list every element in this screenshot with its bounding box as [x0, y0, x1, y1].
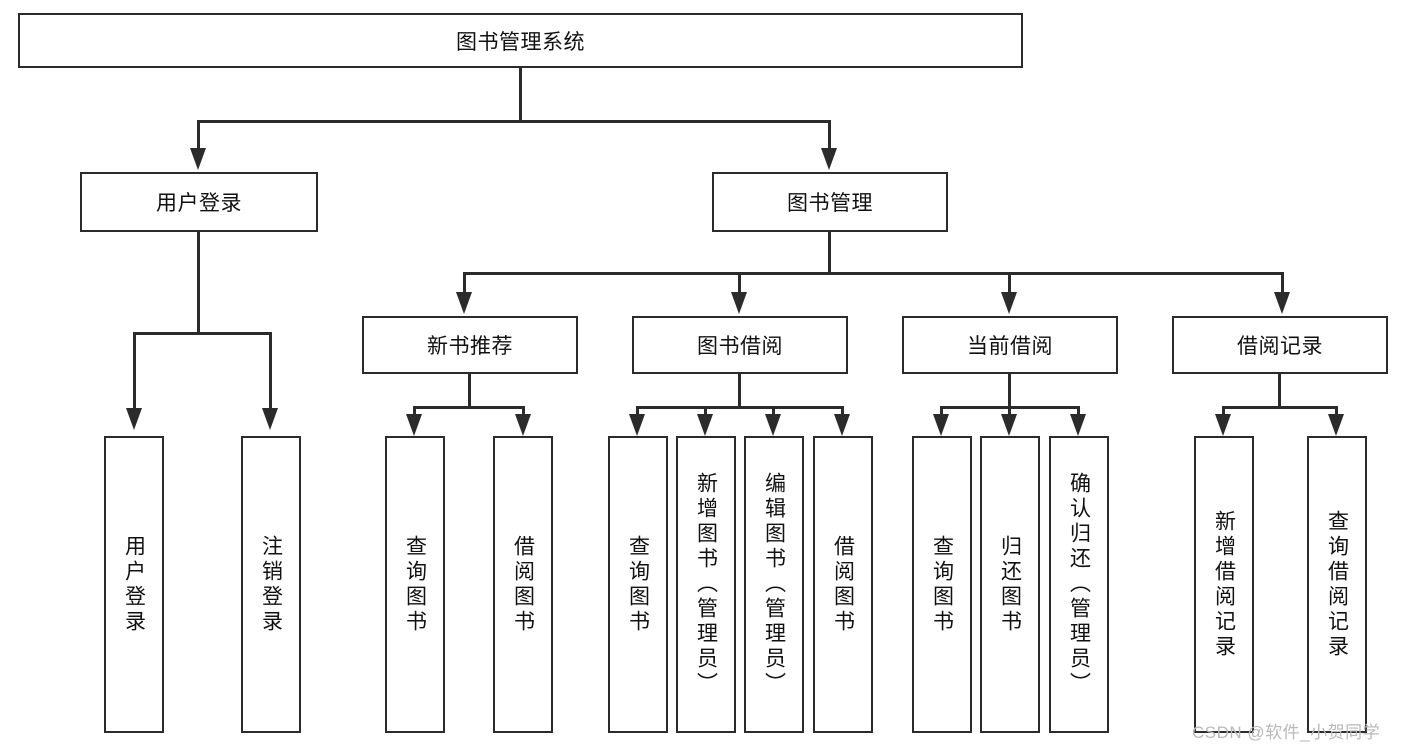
arrowhead-leaf-query-book-3: [933, 414, 949, 436]
connector-bb-bar: [636, 406, 844, 409]
node-book-borrow-label: 图书借阅: [697, 335, 783, 358]
leaf-user-logout[interactable]: 注销登录: [241, 436, 301, 733]
connector-cb-drop-2: [1008, 406, 1011, 418]
leaf-query-book-2[interactable]: 查询图书: [608, 436, 668, 733]
arrowhead-current-borrow: [1001, 292, 1017, 314]
arrowhead-leaf-return-book: [1001, 414, 1017, 436]
leaf-query-book-1-label: 查询图书: [403, 534, 427, 635]
connector-bb-drop-4: [841, 406, 844, 418]
leaf-borrow-book-2[interactable]: 借阅图书: [813, 436, 873, 733]
connector-user-login-bar: [133, 332, 272, 335]
connector-user-login-stem: [197, 232, 200, 334]
leaf-query-book-1[interactable]: 查询图书: [385, 436, 445, 733]
connector-cb-drop-3: [1077, 406, 1080, 418]
connector-br-stem: [1278, 374, 1281, 408]
arrowhead-leaf-borrow-book-2: [834, 414, 850, 436]
leaf-query-record[interactable]: 查询借阅记录: [1307, 436, 1367, 733]
leaf-query-book-3[interactable]: 查询图书: [912, 436, 972, 733]
connector-br-bar: [1222, 406, 1338, 409]
leaf-user-login-label: 用户登录: [122, 534, 146, 635]
node-book-manage-label: 图书管理: [787, 192, 873, 215]
connector-bb-stem: [738, 374, 741, 408]
connector-root-bar: [197, 120, 831, 123]
leaf-user-login[interactable]: 用户登录: [104, 436, 164, 733]
leaf-edit-book-label: 编辑图书（管理员）: [762, 472, 786, 697]
node-new-book-rec[interactable]: 新书推荐: [362, 316, 578, 374]
leaf-borrow-book-2-label: 借阅图书: [831, 534, 855, 635]
node-current-borrow[interactable]: 当前借阅: [902, 316, 1118, 374]
leaf-query-book-3-label: 查询图书: [930, 534, 954, 635]
connector-cb-stem: [1008, 374, 1011, 408]
leaf-borrow-book-1[interactable]: 借阅图书: [493, 436, 553, 733]
node-user-login[interactable]: 用户登录: [80, 172, 318, 232]
connector-br-drop-1: [1222, 406, 1225, 418]
connector-bb-drop-1: [636, 406, 639, 418]
leaf-return-book-label: 归还图书: [998, 534, 1022, 635]
arrowhead-book-manage: [821, 148, 837, 170]
connector-root-to-user-login: [197, 120, 200, 150]
connector-bm-drop-3: [1008, 272, 1011, 296]
connector-br-drop-2: [1335, 406, 1338, 418]
connector-bm-drop-2: [738, 272, 741, 296]
arrowhead-user-login: [190, 148, 206, 170]
node-user-login-label: 用户登录: [156, 192, 242, 215]
connector-book-manage-bar: [463, 272, 1283, 275]
node-borrow-record-label: 借阅记录: [1237, 335, 1323, 358]
connector-bm-drop-4: [1281, 272, 1284, 296]
connector-cb-drop-1: [940, 406, 943, 418]
leaf-add-book[interactable]: 新增图书（管理员）: [676, 436, 736, 733]
leaf-confirm-return-label: 确认归还（管理员）: [1067, 472, 1091, 697]
arrowhead-leaf-edit-book: [765, 414, 781, 436]
arrowhead-leaf-confirm-return: [1070, 414, 1086, 436]
node-borrow-record[interactable]: 借阅记录: [1172, 316, 1388, 374]
connector-nbr-stem: [468, 374, 471, 408]
node-root[interactable]: 图书管理系统: [18, 13, 1023, 68]
leaf-query-record-label: 查询借阅记录: [1325, 509, 1349, 660]
connector-book-manage-stem: [828, 232, 831, 274]
arrowhead-borrow-record: [1274, 292, 1290, 314]
leaf-add-record-label: 新增借阅记录: [1212, 509, 1236, 660]
arrowhead-book-borrow: [731, 292, 747, 314]
connector-user-login-drop-2: [269, 332, 272, 410]
leaf-query-book-2-label: 查询图书: [626, 534, 650, 635]
arrowhead-leaf-query-book-2: [629, 414, 645, 436]
arrowhead-leaf-query-book-1: [406, 414, 422, 436]
arrowhead-leaf-borrow-book-1: [515, 414, 531, 436]
connector-bb-drop-3: [772, 406, 775, 418]
node-new-book-rec-label: 新书推荐: [427, 335, 513, 358]
leaf-user-logout-label: 注销登录: [259, 534, 283, 635]
connector-bb-drop-2: [704, 406, 707, 418]
connector-root-to-book-manage: [828, 120, 831, 150]
leaf-return-book[interactable]: 归还图书: [980, 436, 1040, 733]
arrowhead-leaf-user-logout: [262, 408, 278, 430]
node-root-label: 图书管理系统: [456, 30, 585, 54]
leaf-edit-book[interactable]: 编辑图书（管理员）: [744, 436, 804, 733]
arrowhead-leaf-add-record: [1215, 414, 1231, 436]
connector-nbr-bar: [413, 406, 525, 409]
leaf-confirm-return[interactable]: 确认归还（管理员）: [1049, 436, 1109, 733]
connector-user-login-drop-1: [133, 332, 136, 410]
arrowhead-new-book-rec: [456, 292, 472, 314]
leaf-borrow-book-1-label: 借阅图书: [511, 534, 535, 635]
leaf-add-record[interactable]: 新增借阅记录: [1194, 436, 1254, 733]
connector-root-stem: [519, 68, 522, 120]
connector-bm-drop-1: [463, 272, 466, 296]
arrowhead-leaf-user-login: [126, 408, 142, 430]
arrowhead-leaf-add-book: [697, 414, 713, 436]
node-current-borrow-label: 当前借阅: [967, 335, 1053, 358]
arrowhead-leaf-query-record: [1328, 414, 1344, 436]
leaf-add-book-label: 新增图书（管理员）: [694, 472, 718, 697]
node-book-manage[interactable]: 图书管理: [712, 172, 948, 232]
watermark-csdn: CSDN @软件_小贺同学: [1192, 723, 1381, 742]
connector-nbr-drop-1: [413, 406, 416, 418]
connector-nbr-drop-2: [522, 406, 525, 418]
node-book-borrow[interactable]: 图书借阅: [632, 316, 848, 374]
